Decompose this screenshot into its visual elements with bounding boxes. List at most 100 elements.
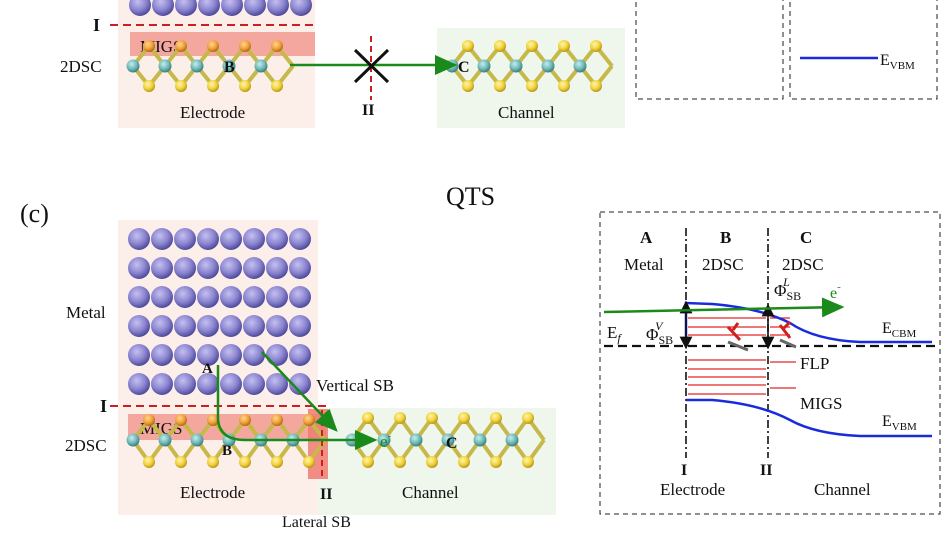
metal-atom xyxy=(151,286,173,308)
top-label-B: B xyxy=(224,59,235,76)
metal-site-atom xyxy=(190,433,204,447)
metal-atom xyxy=(175,0,197,16)
channel-label: Channel xyxy=(402,483,459,502)
chalcogen-atom xyxy=(207,414,219,426)
band-diagram-frame xyxy=(599,211,941,515)
chalcogen-atom xyxy=(458,412,470,424)
vbm-curve xyxy=(686,398,932,438)
panel-c-label: (c) xyxy=(20,199,49,228)
band-region-C: C xyxy=(800,228,812,247)
metal-site-atom xyxy=(126,59,140,73)
pinning-icon xyxy=(726,320,797,352)
metal-site-atom xyxy=(222,59,236,73)
metal-atom xyxy=(243,257,265,279)
migs-states xyxy=(688,317,796,395)
metal-atom xyxy=(220,257,242,279)
metal-atom xyxy=(151,257,173,279)
metal-atom xyxy=(128,228,150,250)
metal-atom xyxy=(289,257,311,279)
band-electrode-label: Electrode xyxy=(660,480,725,499)
metal-atom xyxy=(174,286,196,308)
chalcogen-atom xyxy=(239,456,251,468)
chalcogen-atom xyxy=(426,456,438,468)
metal-atom xyxy=(128,286,150,308)
metal-site-atom xyxy=(126,433,140,447)
band-region-A: A xyxy=(640,228,653,247)
chalcogen-atom xyxy=(558,80,570,92)
chalcogen-atom xyxy=(271,80,283,92)
top-label-I: I xyxy=(93,15,100,35)
metal-atom xyxy=(266,257,288,279)
chalcogen-atom xyxy=(394,412,406,424)
chalcogen-atom xyxy=(143,414,155,426)
metal-atom xyxy=(151,344,173,366)
metal-site-atom xyxy=(505,433,519,447)
band-electron-label: e- xyxy=(830,281,841,302)
metal-atom xyxy=(174,344,196,366)
band-electron-arrow xyxy=(603,297,845,318)
chalcogen-atom xyxy=(175,414,187,426)
metal-site-atom xyxy=(477,59,491,73)
lateral-sb-label: Lateral SB xyxy=(282,514,351,531)
blocked-cross-icon xyxy=(353,48,390,84)
chalcogen-atom xyxy=(394,456,406,468)
panel-c-structure: (c) QTS Metal A I MIGS 2DSC B C II e- Ve… xyxy=(20,182,556,531)
qts-title: QTS xyxy=(446,182,495,211)
metal-atom xyxy=(174,257,196,279)
chalcogen-atom xyxy=(239,414,251,426)
metal-atom xyxy=(128,315,150,337)
metal-atom xyxy=(220,315,242,337)
metal-atom xyxy=(197,344,219,366)
metal-atom xyxy=(151,228,173,250)
flp-label: FLP xyxy=(800,354,829,373)
chalcogen-atom xyxy=(522,456,534,468)
metal-atom xyxy=(197,315,219,337)
metal-atom xyxy=(220,373,242,395)
chalcogen-atom xyxy=(362,412,374,424)
metal-site-atom xyxy=(158,433,172,447)
top-metal-row xyxy=(129,0,312,16)
metal-atom xyxy=(267,0,289,16)
chalcogen-atom xyxy=(207,40,219,52)
metal-atom xyxy=(266,344,288,366)
metal-atom xyxy=(289,373,311,395)
metal-atom xyxy=(243,228,265,250)
top-electrode-label: Electrode xyxy=(180,103,245,122)
metal-atom xyxy=(243,315,265,337)
chalcogen-atom xyxy=(458,456,470,468)
vertical-transport-arrow xyxy=(261,351,338,432)
electron-label: e- xyxy=(380,430,392,451)
band-diagram: A B C Metal 2DSC 2DSC Ef ΦSBV xyxy=(599,211,941,515)
migs-band-label: MIGS xyxy=(800,394,843,413)
metal-atom xyxy=(151,315,173,337)
metal-atom xyxy=(243,373,265,395)
chalcogen-atom xyxy=(271,40,283,52)
chalcogen-atom xyxy=(207,456,219,468)
metal-atom xyxy=(197,257,219,279)
label-C: C xyxy=(446,435,458,452)
metal-atom xyxy=(174,315,196,337)
phi-l-label: ΦSBL xyxy=(774,275,801,303)
chalcogen-atom xyxy=(175,456,187,468)
top-channel-label: Channel xyxy=(498,103,555,122)
metal-atom xyxy=(128,257,150,279)
chalcogen-atom xyxy=(239,40,251,52)
label-II: II xyxy=(320,486,332,503)
top-label-C: C xyxy=(458,59,470,76)
metal-atom xyxy=(129,0,151,16)
metal-atom xyxy=(198,0,220,16)
chalcogen-atom xyxy=(462,80,474,92)
chalcogen-atom xyxy=(494,40,506,52)
chalcogen-atom xyxy=(426,412,438,424)
top-inset-box-1 xyxy=(635,0,784,100)
chalcogen-atom xyxy=(494,80,506,92)
metal-label: Metal xyxy=(66,303,106,322)
metal-atom xyxy=(290,0,312,16)
ecbm-label: ECBM xyxy=(882,320,916,340)
metal-atom xyxy=(266,373,288,395)
top-label-II: II xyxy=(362,102,374,119)
metal-atom xyxy=(151,373,173,395)
electrode-label: Electrode xyxy=(180,483,245,502)
chalcogen-atom xyxy=(462,40,474,52)
